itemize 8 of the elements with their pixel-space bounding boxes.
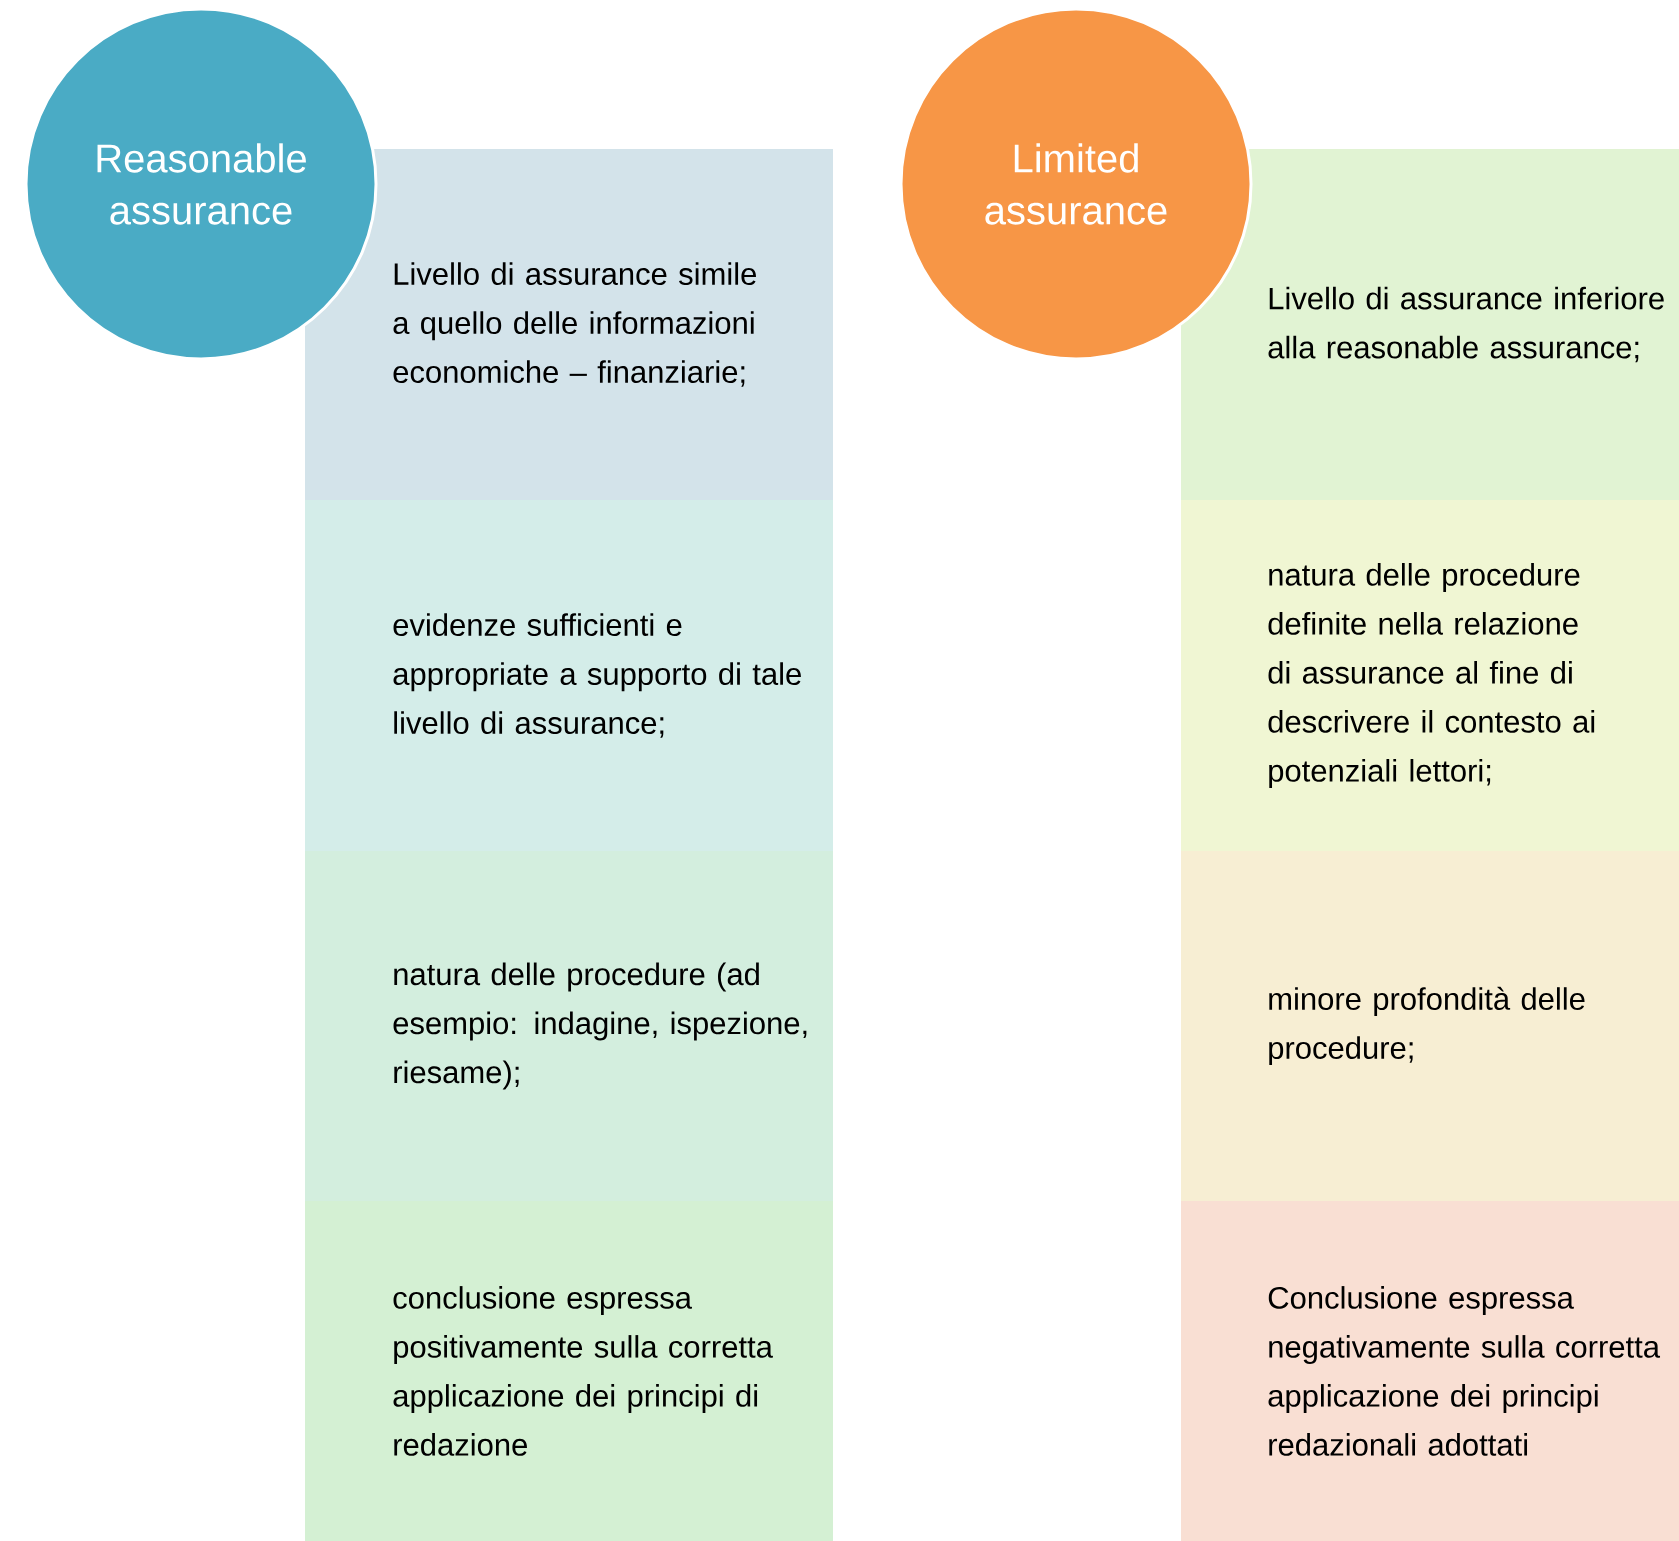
text-panel: conclusione espressa positivamente sulla corretta applicazione dei principi di redazione: [305, 1201, 833, 1541]
text-panel: natura delle procedure definite nella relazione di assurance al fine di descrivere il contesto ai potenziali lettori;: [1181, 500, 1679, 851]
text-panel: evidenze sufficienti e appropriate a supporto di tale livello di assurance;: [305, 500, 833, 851]
text-panel: natura delle procedure (ad esempio: indagine, ispezione, riesame);: [305, 851, 833, 1201]
text-panel: Livello di assurance inferiore alla reasonable assurance;: [1181, 149, 1679, 500]
text-panel: minore profondità delle procedure;: [1181, 851, 1679, 1201]
text-panel: Conclusione espressa negativamente sulla corretta applicazione dei principi redazionali adottati: [1181, 1201, 1679, 1541]
text-panel: Livello di assurance simile a quello delle informazioni economiche – finanziarie;: [305, 149, 833, 500]
